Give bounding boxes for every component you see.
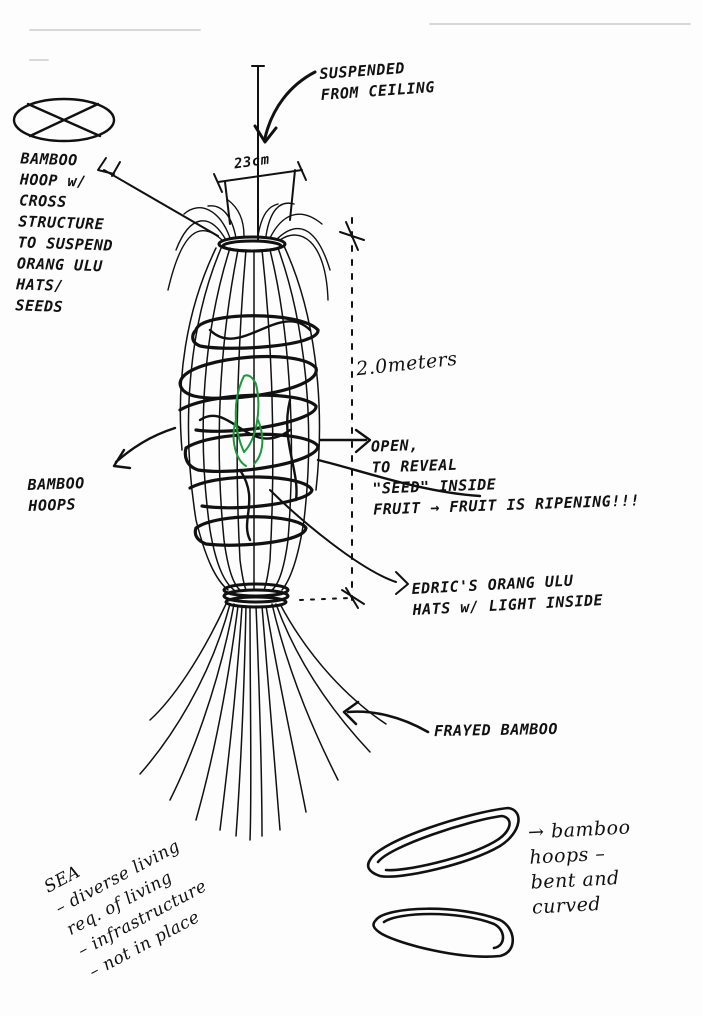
hoops-bent-label: → bamboo hoops – bent and curved [527,815,635,920]
open-reveal-label: OPEN, TO REVEAL "SEED" INSIDE FRUIT → FR… [371,427,641,520]
hoop-cross-leader [98,158,218,236]
suspended-arrow [255,72,315,142]
hoop-cross-label: BAMBOO HOOP w/ CROSS STRUCTURE TO SUSPEN… [15,148,116,319]
bamboo-hoops-leader [114,428,175,468]
bent-hoop-sketch-1 [368,808,518,877]
frayed-bamboo-arrow [344,702,428,732]
top-bamboo-hoop [219,237,285,251]
bent-hoop-sketch-2 [374,909,513,957]
bottom-frayed-strands [140,604,386,840]
frayed-bamboo-label: FRAYED BAMBOO [434,719,558,742]
bamboo-hoops-label: BAMBOO HOOPS [27,473,86,517]
hoop-cross-oval [14,99,114,141]
faint-header-marks [30,24,690,60]
suspended-label: SUSPENDED FROM CEILING [319,56,436,106]
